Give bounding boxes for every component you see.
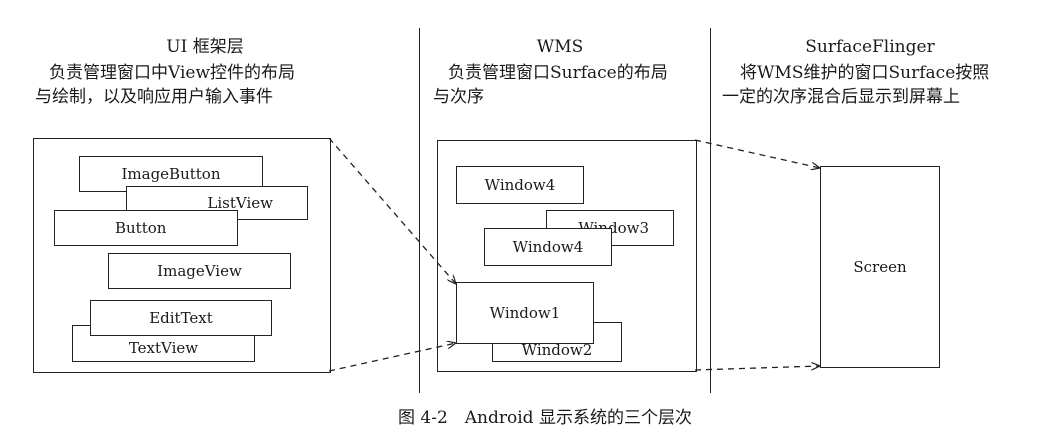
connector-wms-bottom-to-screen xyxy=(694,366,820,371)
window2-label: Window2 xyxy=(521,340,593,359)
view-listview-label: ListView xyxy=(207,193,273,212)
surfaceflinger-title: SurfaceFlinger xyxy=(805,37,935,57)
ui-layer-desc-line2: 与绘制，以及响应用户输入事件 xyxy=(35,87,273,107)
wms-desc-line2: 与次序 xyxy=(433,87,484,107)
surfaceflinger-desc-line1: 将WMS维护的窗口Surface按照 xyxy=(740,63,990,83)
window1: Window1 xyxy=(456,282,594,344)
window4-back: Window4 xyxy=(456,166,584,204)
figure-caption: 图 4-2 Android 显示系统的三个层次 xyxy=(398,408,692,428)
ui-layer-title: UI 框架层 xyxy=(166,37,244,57)
screen: Screen xyxy=(820,166,940,368)
column-divider-left xyxy=(419,28,420,393)
view-imageview: ImageView xyxy=(108,253,291,289)
ui-layer-desc-line1: 负责管理窗口中View控件的布局 xyxy=(49,63,296,83)
window4-front: Window4 xyxy=(484,228,612,266)
view-button: Button xyxy=(54,210,238,246)
connector-wms-top-to-screen xyxy=(694,139,820,168)
view-edittext: EditText xyxy=(90,300,272,336)
wms-desc-line1: 负责管理窗口Surface的布局 xyxy=(448,63,668,83)
column-divider-right xyxy=(710,28,711,393)
wms-title: WMS xyxy=(536,37,584,57)
surfaceflinger-desc-line2: 一定的次序混合后显示到屏幕上 xyxy=(722,87,960,107)
view-button-label: Button xyxy=(115,218,167,237)
